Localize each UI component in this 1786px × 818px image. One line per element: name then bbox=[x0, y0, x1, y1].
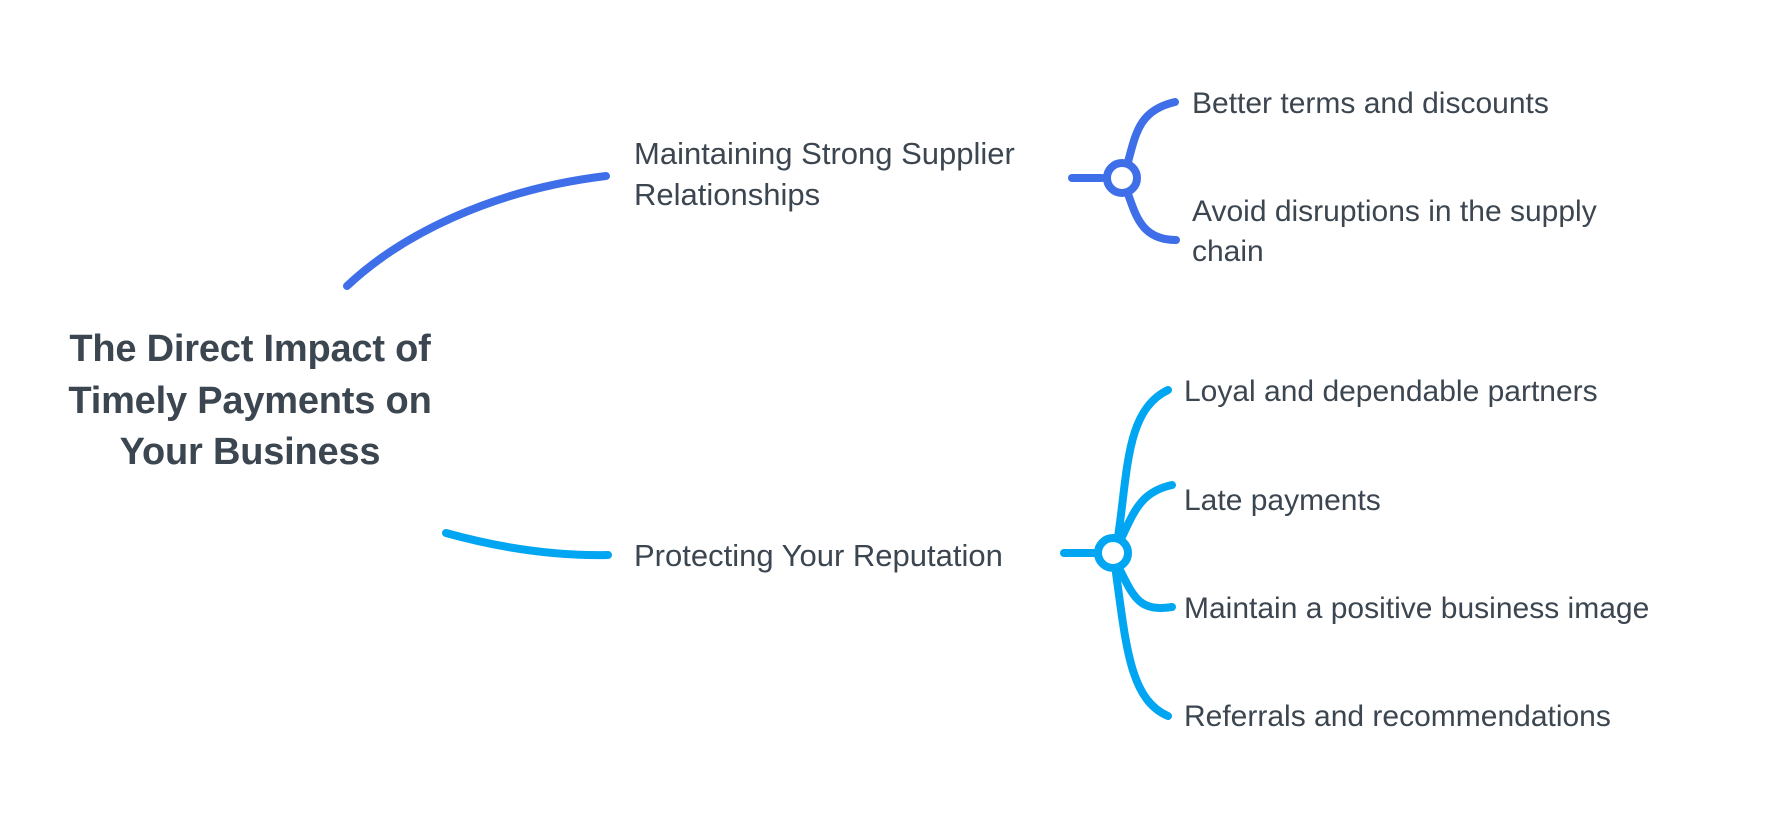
leaf-better-terms-and-discounts: Better terms and discounts bbox=[1192, 87, 1549, 120]
branch-label-maintaining-strong-supplier-relationships: Maintaining Strong Supplier Relationship… bbox=[634, 136, 1015, 212]
leaf-loyal-and-dependable-partners: Loyal and dependable partners bbox=[1184, 375, 1598, 408]
branch-label-protecting-your-reputation: Protecting Your Reputation bbox=[634, 538, 1003, 573]
hub-node-branch-0 bbox=[1103, 159, 1141, 197]
hub-branch-1-leaf-2 bbox=[1116, 566, 1176, 612]
hub-branch-1-leaf-3 bbox=[1112, 569, 1172, 720]
root-title: The Direct Impact of Timely Payments on … bbox=[68, 328, 432, 474]
leaf-avoid-disruptions-in-the-supply-chain: Avoid disruptions in the supply chain bbox=[1192, 195, 1597, 268]
leaf-maintain-a-positive-business-image: Maintain a positive business image bbox=[1184, 592, 1650, 625]
leaf-referrals-and-recommendations: Referrals and recommendations bbox=[1184, 700, 1611, 733]
leaf-late-payments: Late payments bbox=[1184, 484, 1381, 517]
hub-node-branch-1 bbox=[1094, 534, 1132, 572]
root-stem-branch-1 bbox=[442, 529, 612, 560]
hub-branch-1-leaf-1 bbox=[1116, 481, 1176, 545]
hub-branch-1-leaf-0 bbox=[1114, 386, 1172, 541]
hub-branch-0-leaf-0 bbox=[1124, 98, 1179, 166]
root-stem-branch-0 bbox=[343, 172, 610, 290]
hub-branch-0-leaf-1 bbox=[1124, 190, 1180, 244]
